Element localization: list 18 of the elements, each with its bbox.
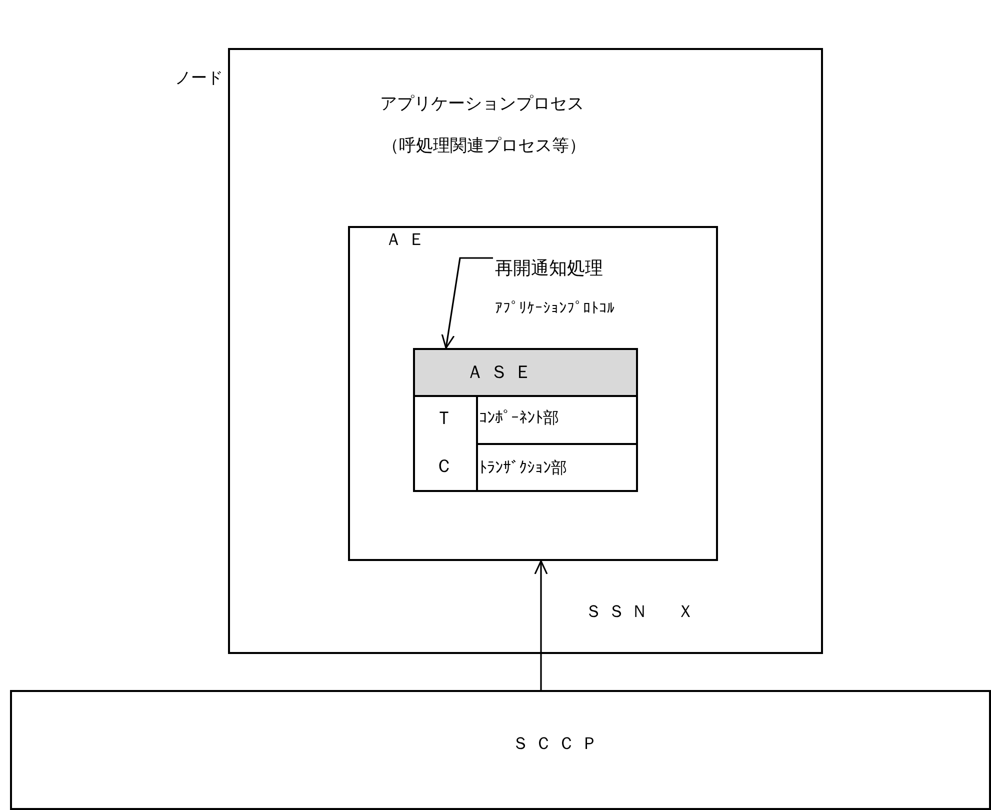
process-text: （呼処理関連プロセス等） xyxy=(382,135,586,157)
cell-text: Ｔ xyxy=(435,407,453,430)
leader-arrow xyxy=(441,257,493,349)
layer-label: ＳＣＣＰ xyxy=(512,733,604,755)
table-header-text: ＡＳＥ xyxy=(466,361,538,384)
layer-box xyxy=(10,690,991,810)
node-label: ノード xyxy=(175,68,223,89)
cell-text: Ｃ xyxy=(435,455,453,478)
process-text: アプリケーションプロセス xyxy=(380,93,584,115)
node-label: ＡＥ xyxy=(385,229,431,251)
annotation-text: ｱﾌﾟﾘｹｰｼｮﾝﾌﾟﾛﾄｺﾙ xyxy=(495,299,615,317)
ase-table xyxy=(413,348,638,492)
annotation-text: 再開通知処理 xyxy=(495,257,603,280)
arrow xyxy=(534,560,548,690)
entity-box xyxy=(348,226,718,561)
cell-text: ﾄﾗﾝｻﾞｸｼｮﾝ部 xyxy=(479,458,567,479)
table-cell xyxy=(476,443,638,492)
cell-text: ｺﾝﾎﾟｰﾈﾝﾄ部 xyxy=(479,408,559,429)
